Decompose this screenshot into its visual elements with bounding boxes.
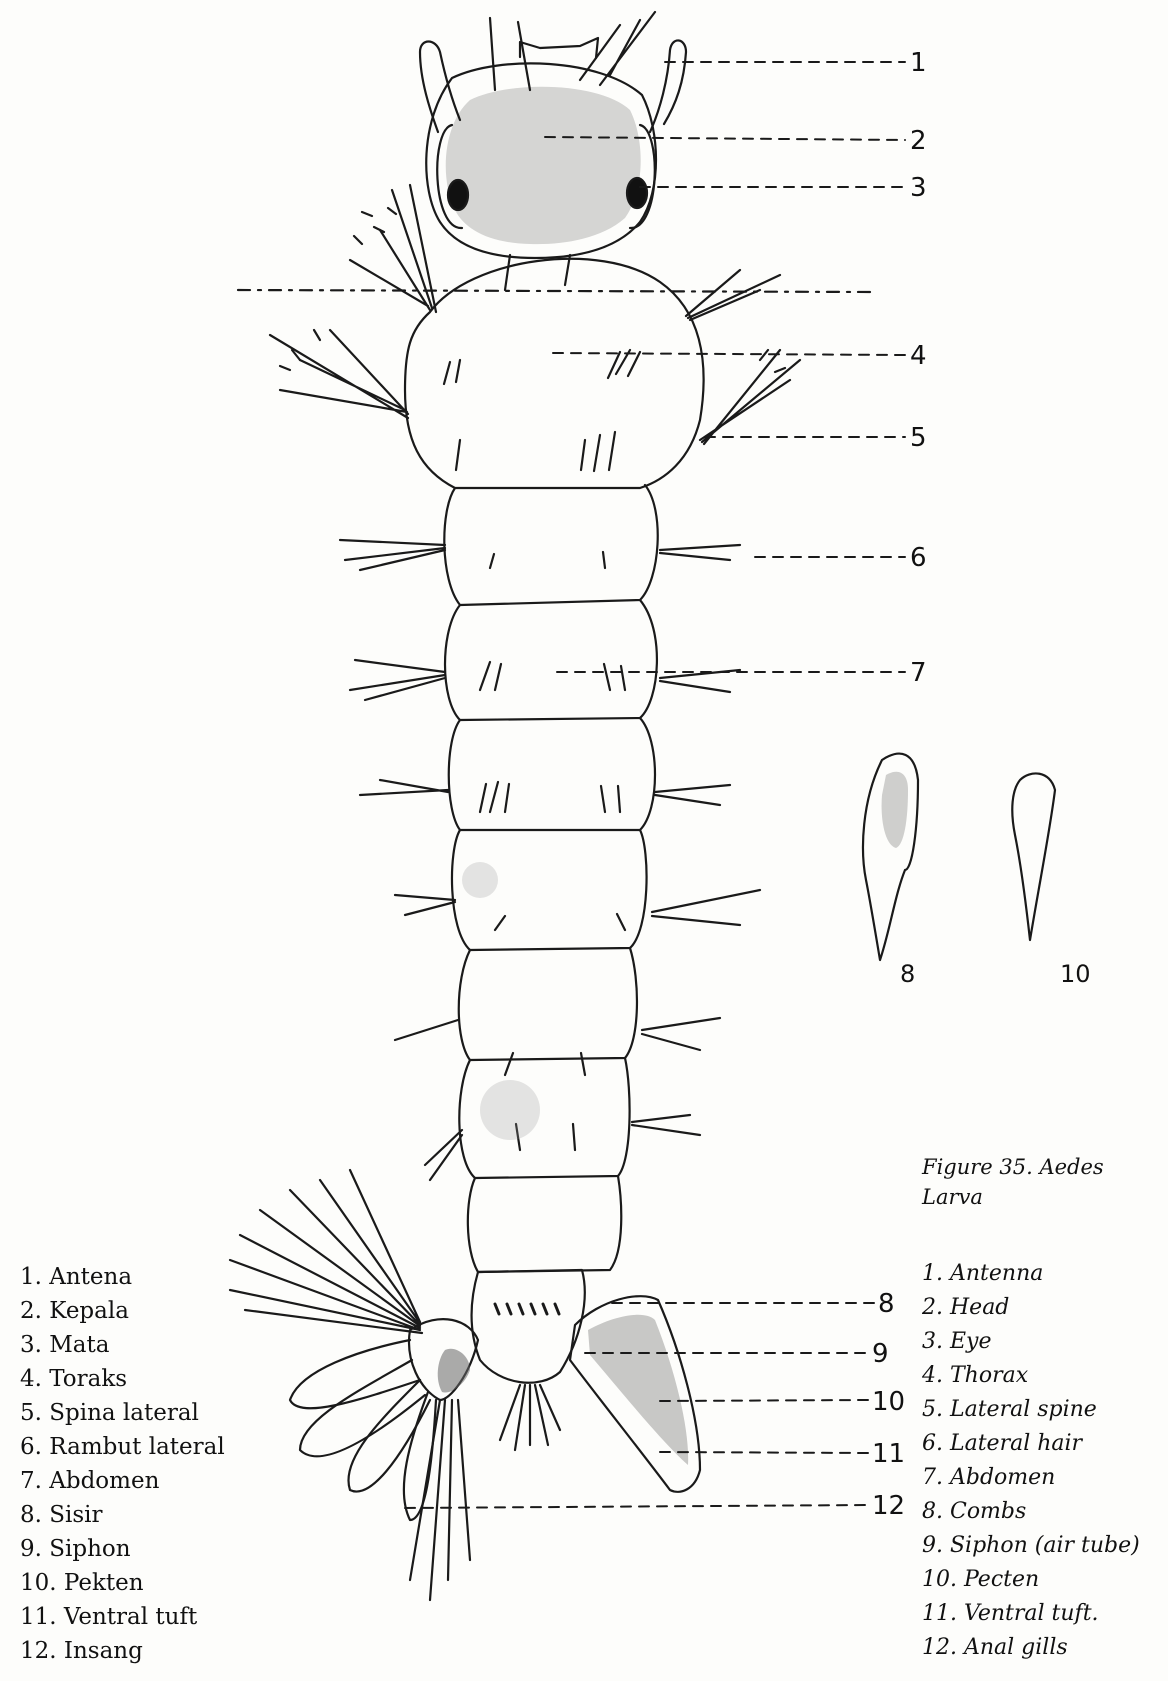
antenna-left: [420, 42, 460, 133]
legend-item: 4. Thorax: [922, 1359, 1140, 1393]
legend-item: 2. Kepala: [20, 1294, 225, 1328]
legend-item: 6. Lateral hair: [922, 1427, 1140, 1461]
pecten-tooth-detail: [1012, 773, 1055, 940]
legend-item: 5. Lateral spine: [922, 1393, 1140, 1427]
legend-item: 8. Combs: [922, 1495, 1140, 1529]
callout-9: 9: [872, 1339, 889, 1369]
legend-item: 3. Eye: [922, 1325, 1140, 1359]
legend-item: 7. Abdomen: [922, 1461, 1140, 1495]
callout-11: 11: [872, 1439, 905, 1469]
callout-8: 8: [878, 1289, 895, 1319]
legend-item: 2. Head: [922, 1291, 1140, 1325]
legend-item: 9. Siphon (air tube): [922, 1529, 1140, 1563]
legend-item: 6. Rambut lateral: [20, 1430, 225, 1464]
legend-english: 1. Antenna 2. Head 3. Eye 4. Thorax 5. L…: [922, 1257, 1140, 1665]
figure-caption: Figure 35. Aedes Larva: [922, 1152, 1152, 1212]
head: [420, 12, 686, 290]
legend-item: 12. Anal gills: [922, 1631, 1140, 1665]
legend-item: 1. Antenna: [922, 1257, 1140, 1291]
detail-label-8: 8: [900, 960, 915, 988]
antenna-right: [650, 40, 686, 132]
legend-item: 1. Antena: [20, 1260, 225, 1294]
callout-2: 2: [910, 126, 927, 156]
legend-item: 7. Abdomen: [20, 1464, 225, 1498]
legend-item: 11. Ventral tuft.: [922, 1597, 1140, 1631]
callout-4: 4: [910, 341, 927, 371]
callout-7: 7: [910, 658, 927, 688]
legend-indonesian: 1. Antena 2. Kepala 3. Mata 4. Toraks 5.…: [20, 1260, 225, 1668]
legend-item: 10. Pekten: [20, 1566, 225, 1600]
legend-item: 9. Siphon: [20, 1532, 225, 1566]
legend-item: 11. Ventral tuft: [20, 1600, 225, 1634]
legend-item: 4. Toraks: [20, 1362, 225, 1396]
legend-item: 3. Mata: [20, 1328, 225, 1362]
abdomen: [340, 485, 760, 1272]
legend-item: 8. Sisir: [20, 1498, 225, 1532]
callout-3: 3: [910, 173, 927, 203]
legend-item: 12. Insang: [20, 1634, 225, 1668]
callout-5: 5: [910, 423, 927, 453]
legend-item: 10. Pecten: [922, 1563, 1140, 1597]
callout-10: 10: [872, 1387, 905, 1417]
callout-6: 6: [910, 543, 927, 573]
callout-12: 12: [872, 1491, 905, 1521]
detail-label-10: 10: [1060, 960, 1091, 988]
legend-item: 5. Spina lateral: [20, 1396, 225, 1430]
callout-1: 1: [910, 48, 927, 78]
